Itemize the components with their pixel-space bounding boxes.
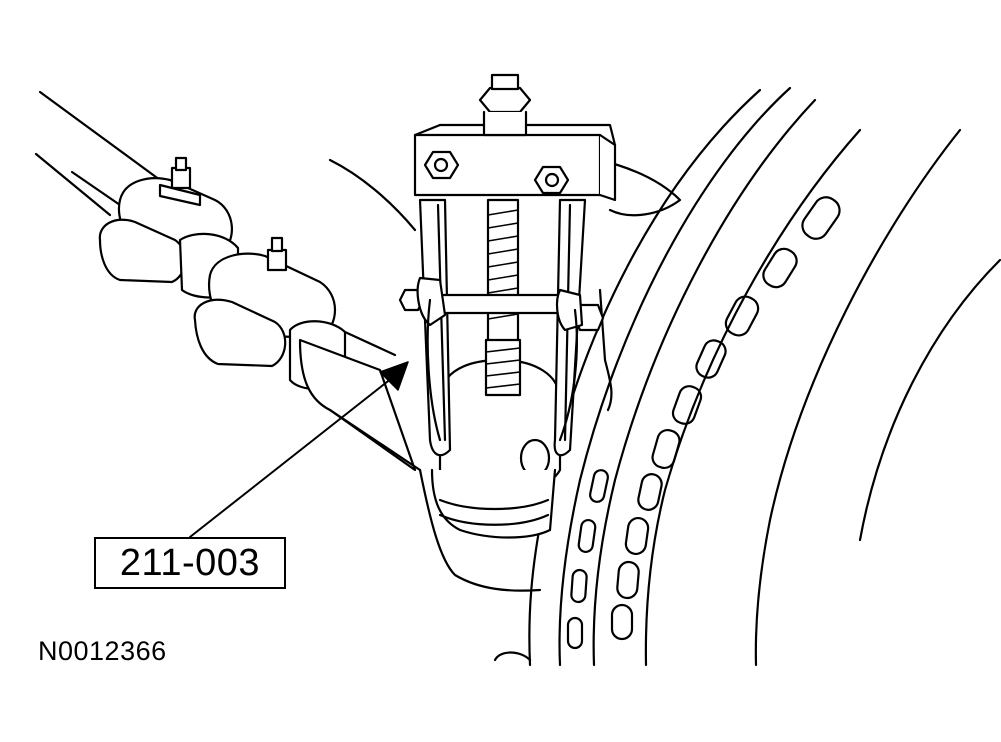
- yoke-bolt-left: [423, 150, 460, 180]
- tool-number-callout: 211-003: [94, 537, 286, 589]
- tie-rod-assembly: [34, 90, 422, 472]
- brake-rotor: [528, 86, 1001, 667]
- rotor-vent-slots: [566, 196, 841, 650]
- callout-leader: [189, 361, 409, 538]
- steering-knuckle: [328, 158, 682, 662]
- tool-number-label: 211-003: [119, 541, 261, 584]
- figure-id: N0012366: [38, 636, 167, 666]
- forcing-screw: [478, 73, 532, 397]
- yoke-bolt-right: [533, 165, 570, 195]
- ball-joint: [430, 358, 562, 539]
- puller-tool: [398, 73, 617, 457]
